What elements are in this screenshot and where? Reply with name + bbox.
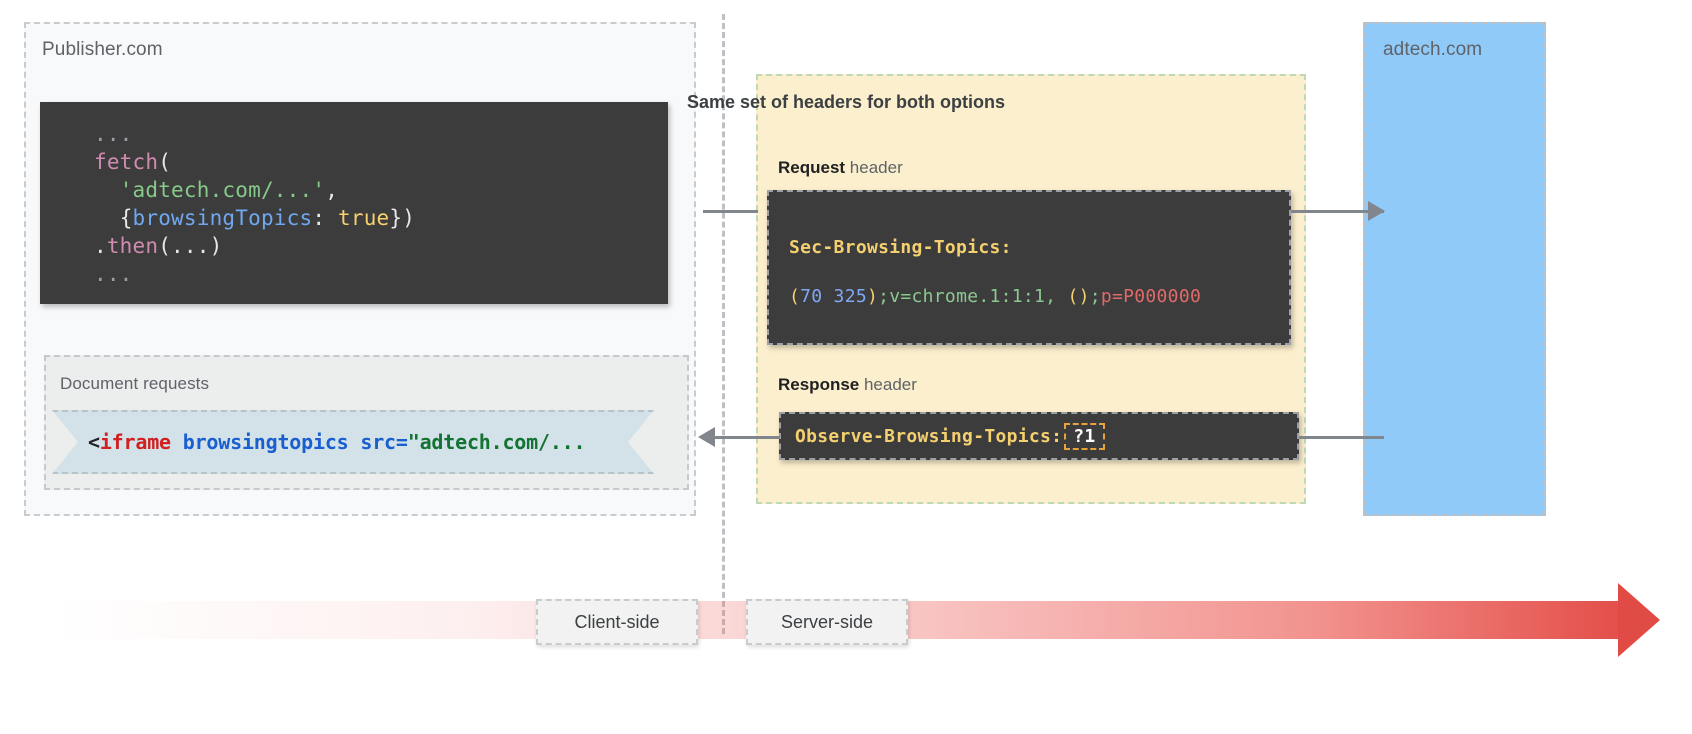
- brace-close-token: }): [389, 206, 416, 230]
- brace-open-token: {: [119, 206, 133, 230]
- client-server-divider: [722, 14, 725, 634]
- fetch-token: fetch: [94, 150, 159, 174]
- url-string-token: 'adtech.com/...': [119, 178, 326, 202]
- iframe-snippet-chip: <iframe browsingtopics src="adtech.com/.…: [52, 410, 654, 474]
- headers-panel-title: Same set of headers for both options: [686, 92, 1006, 112]
- code-line-2: fetch(: [40, 148, 668, 176]
- response-header-line: Observe-Browsing-Topics:?1: [781, 422, 1105, 450]
- paren-open-token: (: [158, 150, 172, 174]
- padding-token: p=P000000: [1100, 286, 1202, 307]
- src-value-token: "adtech.com/...: [407, 430, 586, 454]
- timeline-arrowhead-icon: [1618, 583, 1660, 657]
- response-connector-left: [706, 436, 780, 439]
- colon-token: :: [312, 206, 339, 230]
- adtech-label: adtech.com: [1383, 39, 1483, 60]
- request-header-box: Sec-Browsing-Topics: (70 325);v=chrome.1…: [767, 190, 1291, 345]
- then-args-token: (...): [158, 234, 223, 258]
- true-token: true: [338, 206, 390, 230]
- then-token: then: [106, 234, 159, 258]
- response-header-label-rest: header: [859, 375, 917, 394]
- server-side-chip: Server-side: [746, 599, 908, 645]
- request-arrowhead-icon: [1368, 201, 1385, 221]
- request-header-value: (70 325);v=chrome.1:1:1, ();p=P000000: [769, 286, 1289, 307]
- request-header-label-rest: header: [845, 158, 903, 177]
- response-header-label-bold: Response: [778, 375, 860, 394]
- request-connector-right: [1291, 210, 1384, 213]
- src-attr-token: src=: [360, 430, 408, 454]
- then-dot-token: .: [94, 234, 107, 258]
- code-line-4: {browsingTopics: true}): [40, 204, 668, 232]
- semicolon-token: ;: [1089, 286, 1101, 307]
- response-arrowhead-icon: [698, 427, 715, 447]
- browsingtopics-attr-token: browsingtopics: [182, 430, 349, 454]
- request-header-name: Sec-Browsing-Topics:: [769, 237, 1289, 258]
- adtech-panel: [1363, 22, 1546, 516]
- code-line-3: 'adtech.com/...',: [40, 176, 668, 204]
- code-line-6: ...: [40, 260, 668, 288]
- lt-token: <: [88, 430, 100, 454]
- value-paren-close: ): [866, 286, 879, 307]
- request-connector-left: [703, 210, 758, 213]
- observe-browsing-topics-name: Observe-Browsing-Topics:: [795, 425, 1063, 447]
- client-side-chip: Client-side: [536, 599, 698, 645]
- response-header-box: Observe-Browsing-Topics:?1: [779, 412, 1299, 460]
- response-header-label: Response header: [778, 375, 917, 395]
- browsing-topics-key-token: browsingTopics: [132, 206, 313, 230]
- topic-ids-token: 70 325: [800, 286, 867, 307]
- request-header-label-bold: Request: [778, 158, 846, 177]
- value-paren-open: (: [789, 286, 801, 307]
- space-token-2: [349, 430, 361, 454]
- ellipsis-token-end: ...: [94, 262, 133, 286]
- fetch-code-block: ... fetch( 'adtech.com/...', {browsingTo…: [40, 102, 668, 304]
- code-line-1: ...: [40, 120, 668, 148]
- response-connector-right: [1299, 436, 1384, 439]
- publisher-label: Publisher.com: [42, 39, 163, 60]
- observe-value-highlight: ?1: [1064, 422, 1105, 450]
- code-line-5: .then(...): [40, 232, 668, 260]
- comma-token: ,: [325, 178, 339, 202]
- empty-paren-token: (): [1067, 286, 1090, 307]
- ellipsis-token: ...: [94, 122, 133, 146]
- iframe-tag-token: iframe: [99, 430, 171, 454]
- sec-browsing-topics-name: Sec-Browsing-Topics:: [789, 237, 1012, 258]
- document-requests-label: Document requests: [60, 374, 210, 393]
- version-token: ;v=chrome.1:1:1,: [878, 286, 1068, 307]
- space-token-1: [171, 430, 183, 454]
- request-header-label: Request header: [778, 158, 903, 178]
- iframe-snippet-code: <iframe browsingtopics src="adtech.com/.…: [54, 430, 585, 454]
